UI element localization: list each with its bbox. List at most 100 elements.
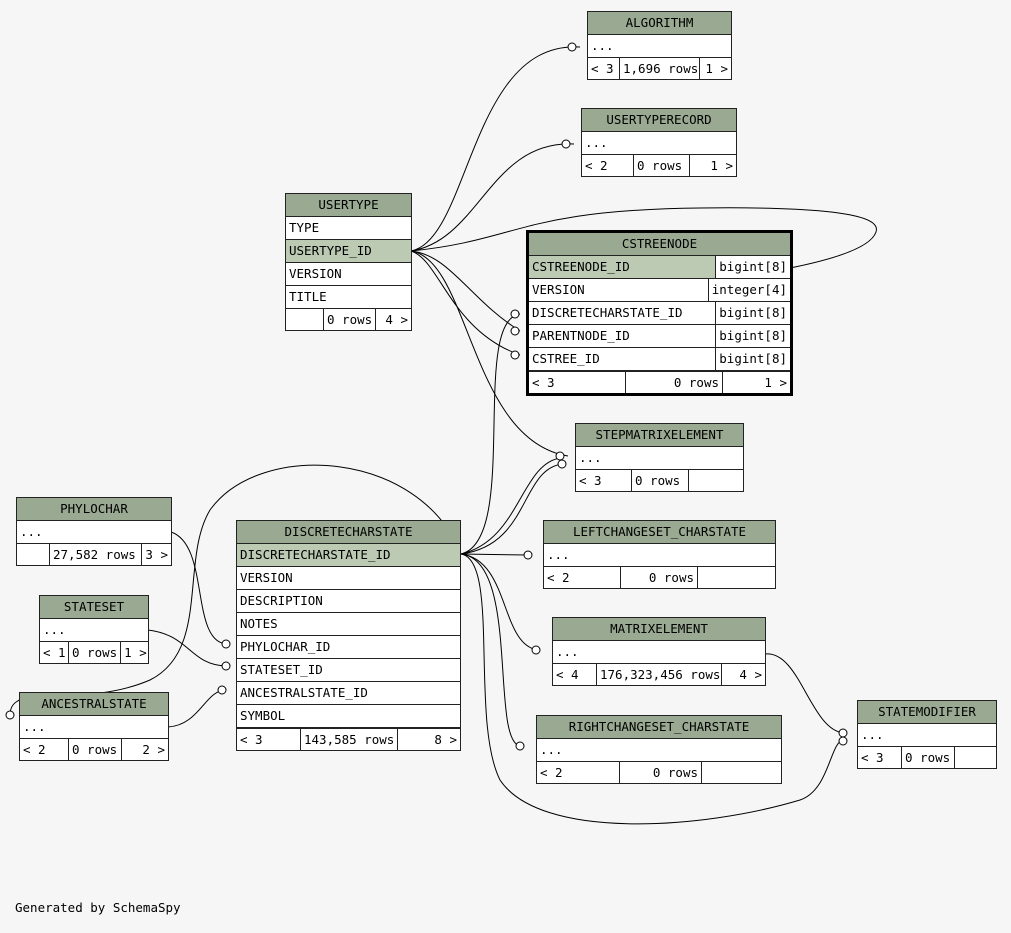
column-name: ... xyxy=(585,135,608,150)
primary-key-column: CSTREENODE_ID xyxy=(529,256,717,278)
child-count: 1 > xyxy=(705,61,728,76)
edge-ancestralstate-dcs xyxy=(167,689,227,728)
table-stateset[interactable]: STATESET ... < 1 0 rows 1 > xyxy=(39,595,149,664)
edge-end-circle xyxy=(217,685,227,695)
parent-count: < 3 xyxy=(576,470,632,491)
child-count: 8 > xyxy=(434,732,457,747)
edge-end-circle xyxy=(531,645,541,655)
row-count: 176,323,456 rows xyxy=(597,664,722,685)
parent-count: < 2 xyxy=(537,762,620,783)
child-count: 4 > xyxy=(739,667,762,682)
table-leftchangeset-charstate[interactable]: LEFTCHANGESET_CHARSTATE ... < 2 0 rows xyxy=(543,520,776,589)
edge-dcs-matrixelement xyxy=(460,553,539,651)
row-count: 0 rows xyxy=(69,642,122,663)
column-type: bigint[8] xyxy=(719,328,787,343)
column-name: ... xyxy=(547,547,570,562)
child-count: 4 > xyxy=(385,312,408,327)
edge-end-circle xyxy=(838,728,848,738)
column-name: PARENTNODE_ID xyxy=(529,325,717,347)
table-cstreenode[interactable]: CSTREENODE CSTREENODE_ID bigint[8] VERSI… xyxy=(526,230,793,396)
column-name: CSTREE_ID xyxy=(529,348,717,370)
table-usertype[interactable]: USERTYPE TYPE USERTYPE_ID VERSION TITLE … xyxy=(285,193,412,331)
table-algorithm[interactable]: ALGORITHM ... < 3 1,696 rows 1 > xyxy=(587,11,732,80)
edge-usertype-cstreenode-cstree xyxy=(410,250,521,356)
table-title: ALGORITHM xyxy=(588,12,731,35)
table-title: LEFTCHANGESET_CHARSTATE xyxy=(544,521,775,544)
table-title: USERTYPE xyxy=(286,194,411,217)
column-type: bigint[8] xyxy=(719,305,787,320)
edge-dcs-leftchangeset xyxy=(460,553,529,556)
column-name: DESCRIPTION xyxy=(240,593,323,608)
table-title: CSTREENODE xyxy=(529,233,790,256)
column-type: bigint[8] xyxy=(716,256,790,278)
edge-end-circle xyxy=(567,42,577,52)
column-type: bigint[8] xyxy=(719,351,787,366)
table-title: USERTYPERECORD xyxy=(582,109,736,132)
parent-count: < 2 xyxy=(20,739,69,760)
child-count: 1 > xyxy=(764,375,787,390)
parent-count: < 1 xyxy=(40,642,69,663)
edge-dcs-cstreenode xyxy=(460,313,521,555)
edge-end-circle xyxy=(561,139,571,149)
row-count: 143,585 rows xyxy=(301,729,398,750)
table-title: STEPMATRIXELEMENT xyxy=(576,424,743,447)
row-count: 0 rows xyxy=(620,762,702,783)
parent-count: < 2 xyxy=(544,567,621,588)
table-title: ANCESTRALSTATE xyxy=(20,693,168,716)
row-count: 0 rows xyxy=(69,739,122,760)
child-count xyxy=(702,762,781,783)
edge-end-circle xyxy=(515,741,525,751)
edge-end-circle xyxy=(5,710,15,720)
parent-count xyxy=(17,544,50,565)
column-name: TYPE xyxy=(289,220,320,235)
row-count: 0 rows xyxy=(626,372,723,393)
column-name: ... xyxy=(20,524,43,539)
edge-phylochar-dcs xyxy=(170,531,227,645)
table-rightchangeset-charstate[interactable]: RIGHTCHANGESET_CHARSTATE ... < 2 0 rows xyxy=(536,715,782,784)
column-name: ... xyxy=(23,719,46,734)
child-count: 2 > xyxy=(142,742,165,757)
column-name: ... xyxy=(591,38,614,53)
table-statemodifier[interactable]: STATEMODIFIER ... < 3 0 rows xyxy=(857,700,997,769)
parent-count: < 3 xyxy=(529,372,626,393)
table-matrixelement[interactable]: MATRIXELEMENT ... < 4 176,323,456 rows 4… xyxy=(552,617,766,686)
column-name: ... xyxy=(579,450,602,465)
row-count: 0 rows xyxy=(621,567,698,588)
edge-end-circle xyxy=(510,350,520,360)
table-title: MATRIXELEMENT xyxy=(553,618,765,641)
primary-key-column: USERTYPE_ID xyxy=(289,243,372,258)
table-phylochar[interactable]: PHYLOCHAR ... 27,582 rows 3 > xyxy=(16,497,172,566)
generated-by-label: Generated by SchemaSpy xyxy=(15,900,181,915)
child-count: 3 > xyxy=(145,547,168,562)
edge-usertype-cstreenode-parent xyxy=(410,250,521,332)
row-count: 0 rows xyxy=(902,747,955,768)
column-name: ... xyxy=(861,727,884,742)
column-name: VERSION xyxy=(289,266,342,281)
child-count xyxy=(955,747,996,768)
edge-end-circle xyxy=(523,550,533,560)
table-discretecharstate[interactable]: DISCRETECHARSTATE DISCRETECHARSTATE_ID V… xyxy=(236,520,461,751)
column-type: integer[4] xyxy=(711,282,787,297)
parent-count: < 3 xyxy=(588,58,620,79)
table-ancestralstate[interactable]: ANCESTRALSTATE ... < 2 0 rows 2 > xyxy=(19,692,169,761)
table-title: STATEMODIFIER xyxy=(858,701,996,724)
edge-usertype-algorithm xyxy=(410,46,581,252)
column-name: PHYLOCHAR_ID xyxy=(240,639,331,654)
table-usertyperecord[interactable]: USERTYPERECORD ... < 2 0 rows 1 > xyxy=(581,108,737,177)
column-name: ... xyxy=(556,644,579,659)
child-count: 1 > xyxy=(710,158,733,173)
table-title: PHYLOCHAR xyxy=(17,498,171,521)
table-stepmatrixelement[interactable]: STEPMATRIXELEMENT ... < 3 0 rows xyxy=(575,423,744,492)
parent-count: < 3 xyxy=(858,747,902,768)
column-name: ... xyxy=(540,742,563,757)
primary-key-column: DISCRETECHARSTATE_ID xyxy=(240,547,391,562)
edge-end-circle xyxy=(510,309,520,319)
row-count: 1,696 rows xyxy=(620,58,700,79)
edge-end-circle xyxy=(555,451,565,461)
column-name: SYMBOL xyxy=(240,708,286,723)
child-count: 1 > xyxy=(124,645,147,660)
edge-end-circle xyxy=(838,736,848,746)
edge-end-circle xyxy=(221,661,231,671)
column-name: ... xyxy=(43,622,66,637)
